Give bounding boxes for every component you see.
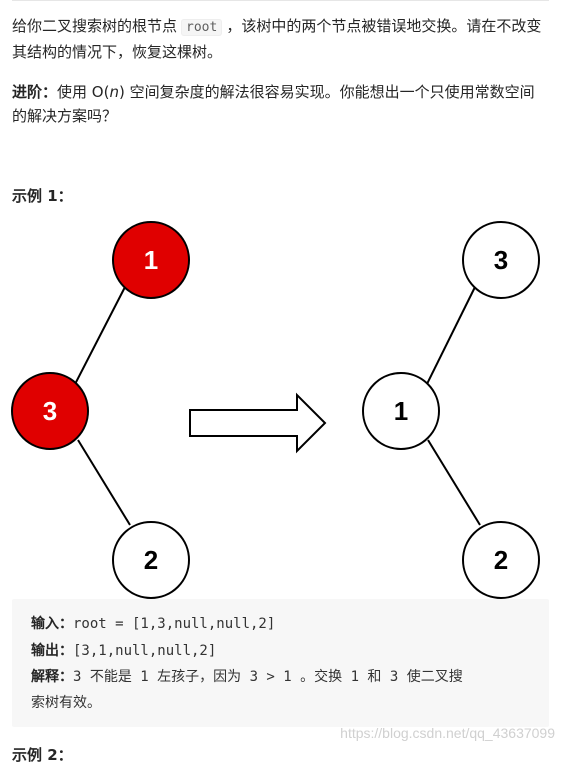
after-node-root-label: 3 bbox=[494, 245, 508, 275]
follow-up: 进阶：使用 O(n) 空间复杂度的解法很容易实现。你能想出一个只使用常数空间的解… bbox=[12, 80, 549, 128]
follow-up-text-b: ) 空间复杂度的解法很容易实现。你能想出一个只使用常数空间的解决方案吗？ bbox=[12, 83, 535, 125]
after-node-left-right: 2 bbox=[462, 521, 540, 599]
problem-text-part2: ，该树中的两个节点被错误地交换。请在不改变其结构的情况下，恢复这棵树。 bbox=[12, 17, 542, 61]
before-node-root-label: 1 bbox=[144, 245, 158, 275]
watermark: https://blog.csdn.net/qq_43637099 bbox=[340, 725, 555, 741]
top-divider bbox=[12, 0, 549, 1]
example-2-title: 示例 2： bbox=[12, 746, 73, 764]
after-node-left-label: 1 bbox=[394, 396, 408, 426]
follow-up-n: n bbox=[109, 83, 119, 101]
example-1-diagram: 1 3 2 3 1 2 bbox=[11, 221, 540, 599]
before-node-left-right-label: 2 bbox=[144, 545, 158, 575]
after-node-root: 3 bbox=[462, 221, 540, 299]
before-node-left-label: 3 bbox=[43, 396, 57, 426]
after-node-left: 1 bbox=[362, 372, 440, 450]
after-edge-root-left bbox=[423, 286, 476, 391]
example-1-title: 示例 1： bbox=[12, 187, 73, 205]
problem-text-part1: 给你二叉搜索树的根节点 bbox=[12, 17, 178, 35]
after-edge-left-right bbox=[427, 439, 481, 526]
input-line: 输入：root = [1,3,null,null,2] bbox=[31, 613, 275, 633]
output-value: [3,1,null,null,2] bbox=[73, 643, 217, 659]
before-node-left: 3 bbox=[11, 372, 89, 450]
explanation-text-2: 索树有效。 bbox=[31, 695, 101, 711]
before-node-left-right: 2 bbox=[112, 521, 190, 599]
before-edge-left-right bbox=[77, 439, 131, 526]
example-1-io-block: 输入：root = [1,3,null,null,2] 输出：[3,1,null… bbox=[12, 599, 549, 727]
explanation-line-2: 索树有效。 bbox=[31, 692, 101, 712]
after-node-left-right-label: 2 bbox=[494, 545, 508, 575]
explanation-text-1: 3 不能是 1 左孩子，因为 3 > 1 。交换 1 和 3 使二叉搜 bbox=[73, 669, 463, 685]
explanation-label: 解释： bbox=[31, 669, 73, 685]
output-line: 输出：[3,1,null,null,2] bbox=[31, 640, 216, 660]
follow-up-text-a: 使用 O( bbox=[57, 83, 110, 101]
before-node-root: 1 bbox=[112, 221, 190, 299]
explanation-line-1: 解释：3 不能是 1 左孩子，因为 3 > 1 。交换 1 和 3 使二叉搜 bbox=[31, 666, 463, 686]
input-value: root = [1,3,null,null,2] bbox=[73, 616, 276, 632]
input-label: 输入： bbox=[31, 616, 73, 632]
root-code: root bbox=[181, 19, 223, 36]
output-label: 输出： bbox=[31, 643, 73, 659]
arrow-icon bbox=[189, 392, 327, 454]
follow-up-label: 进阶： bbox=[12, 83, 58, 101]
before-edge-root-left bbox=[71, 286, 126, 391]
